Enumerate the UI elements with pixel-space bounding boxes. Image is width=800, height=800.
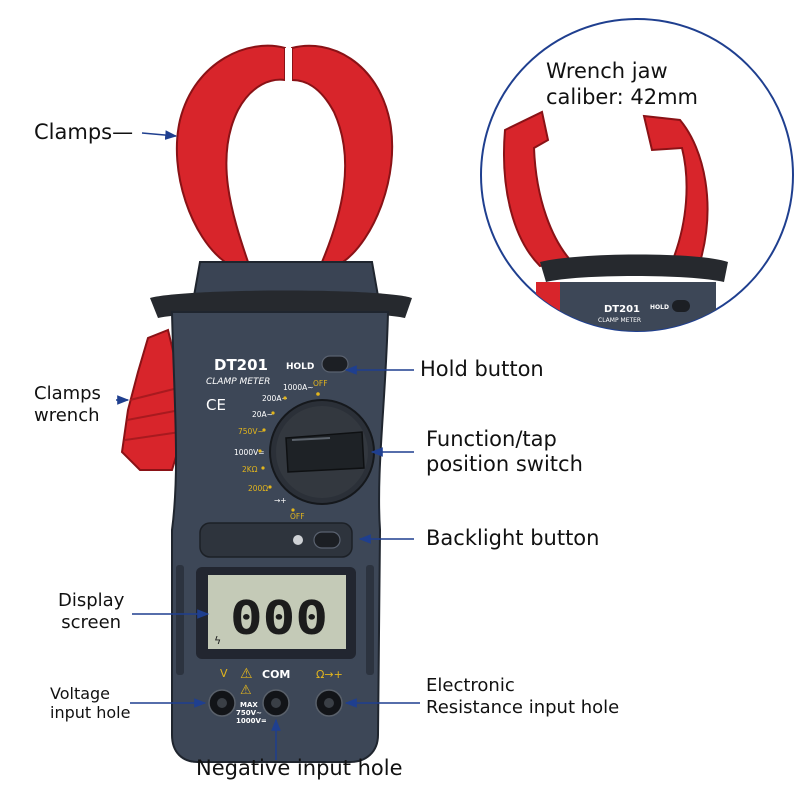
- arrow-clamps: [141, 130, 178, 140]
- terminal-ohm-label: Ω→+: [316, 668, 343, 681]
- display-screen: [208, 575, 346, 649]
- range-20a: 20A~: [252, 410, 273, 419]
- range-off-bottom: OFF: [290, 512, 305, 521]
- jaw-caliber-inset: DT201 CLAMP METER HOLD: [480, 18, 794, 332]
- lightning-icon: ϟ: [214, 634, 221, 647]
- clamp-meter: DT201 CLAMP METER CE HOLD 1000A~ OFF 200…: [120, 44, 412, 763]
- warning-icon: ⚠: [240, 666, 253, 682]
- jaw-caliber-line-1: Wrench jaw: [546, 59, 668, 83]
- range-2k: 2KΩ: [242, 465, 258, 474]
- com-input-jack[interactable]: [262, 689, 290, 717]
- indicator-light: [293, 535, 303, 545]
- inset-hold-label: HOLD: [650, 304, 669, 311]
- backlight-button[interactable]: [313, 531, 341, 549]
- resistance-input-jack[interactable]: [315, 689, 343, 717]
- callout-electronic-hole: Electronic Resistance input hole: [426, 675, 620, 718]
- max-ac-label: 750V~: [236, 709, 262, 717]
- callout-hold-button: Hold button: [420, 357, 544, 381]
- callout-display-screen: Display screen: [58, 590, 125, 633]
- function-switch[interactable]: [269, 399, 375, 505]
- voltage-input-jack[interactable]: [208, 689, 236, 717]
- model-label: DT201: [214, 356, 268, 374]
- range-200ohm: 200Ω: [248, 484, 268, 493]
- max-label: MAX: [240, 701, 258, 709]
- jaw-caliber-line-2: caliber: 42mm: [546, 85, 698, 110]
- display-readout: 000: [230, 591, 328, 645]
- warning-icon-2: ⚠: [240, 683, 252, 698]
- inset-hold-button: [672, 300, 690, 312]
- callout-clamps: Clamps—: [34, 120, 134, 144]
- ce-mark: CE: [206, 396, 226, 414]
- terminal-com-label: COM: [262, 668, 290, 681]
- range-off-top: OFF: [313, 379, 328, 388]
- hold-button[interactable]: [321, 355, 349, 373]
- callout-clamps-wrench: Clamps wrench: [34, 383, 101, 426]
- range-1000v: 1000V=: [234, 448, 265, 457]
- inset-model-label: DT201: [604, 304, 640, 315]
- backlight-strip: [199, 522, 353, 558]
- callout-backlight-button: Backlight button: [426, 526, 600, 550]
- max-dc-label: 1000V=: [236, 717, 267, 725]
- range-1000a: 1000A~: [283, 383, 314, 392]
- jaw-caliber-caption: Wrench jaw caliber: 42mm: [546, 58, 698, 111]
- callout-arrows: [116, 130, 420, 760]
- callout-negative-hole: Negative input hole: [196, 756, 403, 780]
- range-200a: 200A~: [262, 394, 288, 403]
- terminal-panel: V ⚠ COM Ω→+ ⚠ MAX 750V~ 1000V=: [208, 666, 343, 725]
- range-750v: 750V~: [238, 427, 264, 436]
- callout-voltage-hole: Voltage input hole: [50, 684, 131, 723]
- inset-subtitle: CLAMP METER: [598, 317, 641, 324]
- range-diode: →+: [274, 496, 287, 505]
- clamp-jaws: [175, 44, 394, 263]
- hold-label: HOLD: [286, 362, 314, 372]
- terminal-v-label: V: [220, 667, 228, 680]
- callout-function-switch: Function/tap position switch: [426, 427, 583, 477]
- clamp-meter-label: CLAMP METER: [206, 377, 270, 387]
